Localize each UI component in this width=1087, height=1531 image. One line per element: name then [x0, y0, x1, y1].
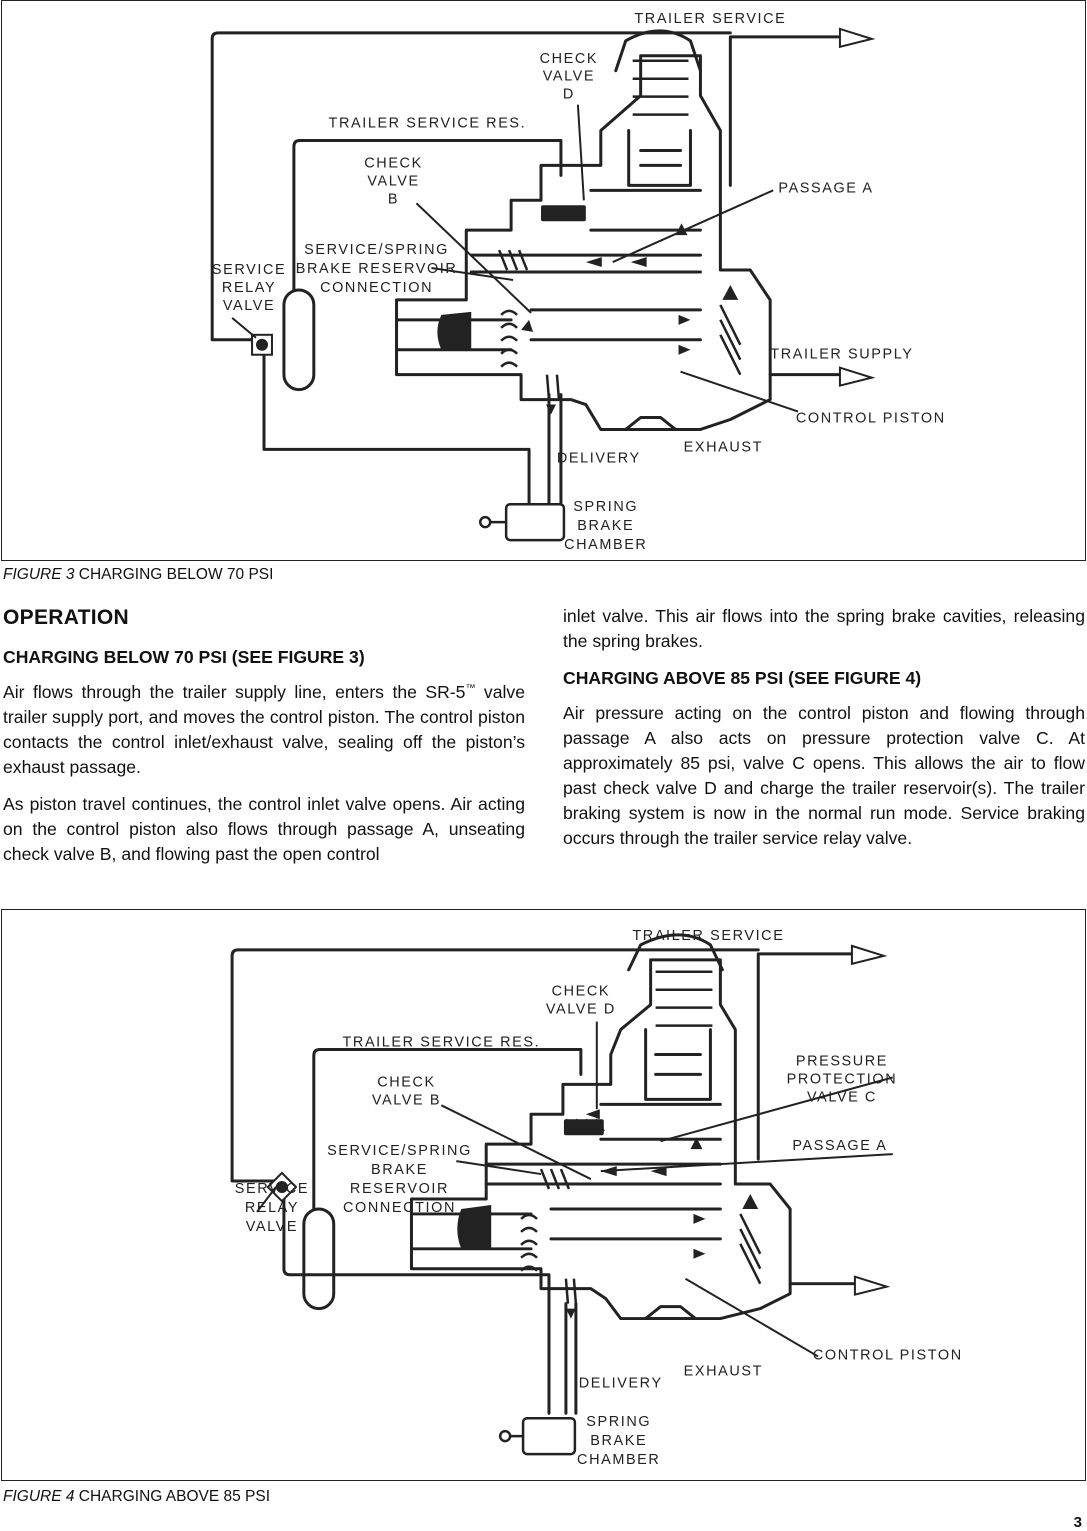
service-spring-label-line2: BRAKE: [371, 1162, 428, 1178]
trademark-symbol: ™: [465, 683, 476, 695]
service-spring-label-line3: CONNECTION: [320, 280, 433, 296]
subheading-below-70: CHARGING BELOW 70 PSI (SEE FIGURE 3): [3, 647, 365, 667]
pressure-protection-label-line2: PROTECTION: [787, 1071, 898, 1087]
check-valve-d-label-line2: VALVE D: [546, 1002, 616, 1018]
service-relay-label-line2: RELAY: [245, 1200, 299, 1216]
paragraph-2: As piston travel continues, the control …: [3, 794, 525, 864]
delivery-label: DELIVERY: [557, 450, 641, 466]
trailer-supply-label: TRAILER SUPPLY: [770, 347, 913, 363]
delivery-label: DELIVERY: [579, 1375, 663, 1391]
trailer-service-res-label: TRAILER SERVICE RES.: [329, 116, 527, 132]
figure-4-caption: FIGURE 4 CHARGING ABOVE 85 PSI: [3, 1488, 270, 1506]
spring-brake-label-line3: CHAMBER: [564, 537, 647, 553]
section-heading: OPERATION: [3, 606, 129, 629]
service-relay-label-line3: VALVE: [246, 1219, 298, 1235]
check-valve-d-label-line1: CHECK: [540, 51, 599, 67]
figure-4-caption-title: CHARGING ABOVE 85 PSI: [74, 1488, 271, 1505]
paragraph-4: Air pressure acting on the control pisto…: [563, 703, 1085, 848]
figure-4-diagram: TRAILER SERVICE CHECK VALVE D TRAILER SE…: [1, 909, 1086, 1481]
paragraph-1-part-b: valve trailer supply port, and moves the…: [3, 682, 525, 777]
paragraph-3: inlet valve. This air flows into the spr…: [563, 606, 1085, 651]
figure-3-caption-title: CHARGING BELOW 70 PSI: [74, 566, 274, 583]
check-valve-b-label-line3: B: [388, 191, 399, 207]
spring-brake-label-line1: SPRING: [573, 499, 638, 515]
figure-3-svg: TRAILER SERVICE CHECK VALVE D TRAILER SE…: [210, 11, 946, 553]
trailer-service-label: TRAILER SERVICE: [632, 928, 784, 944]
exhaust-label: EXHAUST: [684, 439, 763, 455]
spring-brake-label-line3: CHAMBER: [577, 1452, 660, 1468]
spring-brake-label-line2: BRAKE: [590, 1433, 647, 1449]
trailer-service-res-label: TRAILER SERVICE RES.: [343, 1035, 541, 1051]
figure-3-diagram: TRAILER SERVICE CHECK VALVE D TRAILER SE…: [1, 0, 1086, 561]
service-spring-label-line1: SERVICE/SPRING: [304, 242, 449, 258]
check-valve-b-label-line1: CHECK: [377, 1074, 436, 1090]
control-piston-label: CONTROL PISTON: [796, 410, 946, 426]
subheading-above-85: CHARGING ABOVE 85 PSI (SEE FIGURE 4): [563, 668, 922, 688]
page-number: 3: [1073, 1514, 1082, 1531]
trailer-service-label: TRAILER SERVICE: [634, 11, 786, 27]
check-valve-b-label-line2: VALVE B: [372, 1092, 441, 1108]
exhaust-label: EXHAUST: [684, 1363, 763, 1379]
check-valve-b-label-line2: VALVE: [367, 173, 419, 189]
check-valve-d-label-line1: CHECK: [552, 984, 611, 1000]
right-text-column: inlet valve. This air flows into the spr…: [563, 604, 1085, 863]
check-valve-b-label-line1: CHECK: [364, 155, 423, 171]
paragraph-1-part-a: Air flows through the trailer supply lin…: [3, 682, 466, 702]
figure-4-svg: TRAILER SERVICE CHECK VALVE D TRAILER SE…: [230, 928, 963, 1468]
figure-4-caption-number: FIGURE 4: [3, 1488, 75, 1505]
spring-brake-label-line2: BRAKE: [577, 518, 634, 534]
left-text-column: OPERATION CHARGING BELOW 70 PSI (SEE FIG…: [3, 604, 525, 879]
check-valve-d-label-line2: VALVE: [543, 69, 595, 85]
service-relay-label-line1: SERVICE: [212, 262, 286, 278]
service-relay-label-line3: VALVE: [223, 298, 275, 314]
pressure-protection-label-line3: VALVE C: [807, 1089, 877, 1105]
figure-3-caption: FIGURE 3 CHARGING BELOW 70 PSI: [3, 566, 273, 584]
service-relay-label-line2: RELAY: [222, 280, 276, 296]
spring-brake-label-line1: SPRING: [586, 1414, 651, 1430]
control-piston-label: CONTROL PISTON: [813, 1347, 963, 1363]
paragraph-1: Air flows through the trailer supply lin…: [3, 680, 525, 780]
check-valve-d-label-line3: D: [563, 87, 575, 103]
passage-a-label: PASSAGE A: [778, 180, 873, 196]
service-relay-label-line1: SERVICE: [235, 1181, 309, 1197]
service-spring-label-line1: SERVICE/SPRING: [327, 1143, 472, 1159]
passage-a-label: PASSAGE A: [792, 1138, 887, 1154]
service-spring-label-line4: CONNECTION: [343, 1200, 456, 1216]
service-spring-label-line3: RESERVOIR: [350, 1181, 449, 1197]
service-spring-label-line2: BRAKE RESERVOIR: [296, 261, 458, 277]
figure-3-caption-number: FIGURE 3: [3, 566, 75, 583]
pressure-protection-label-line1: PRESSURE: [796, 1053, 888, 1069]
